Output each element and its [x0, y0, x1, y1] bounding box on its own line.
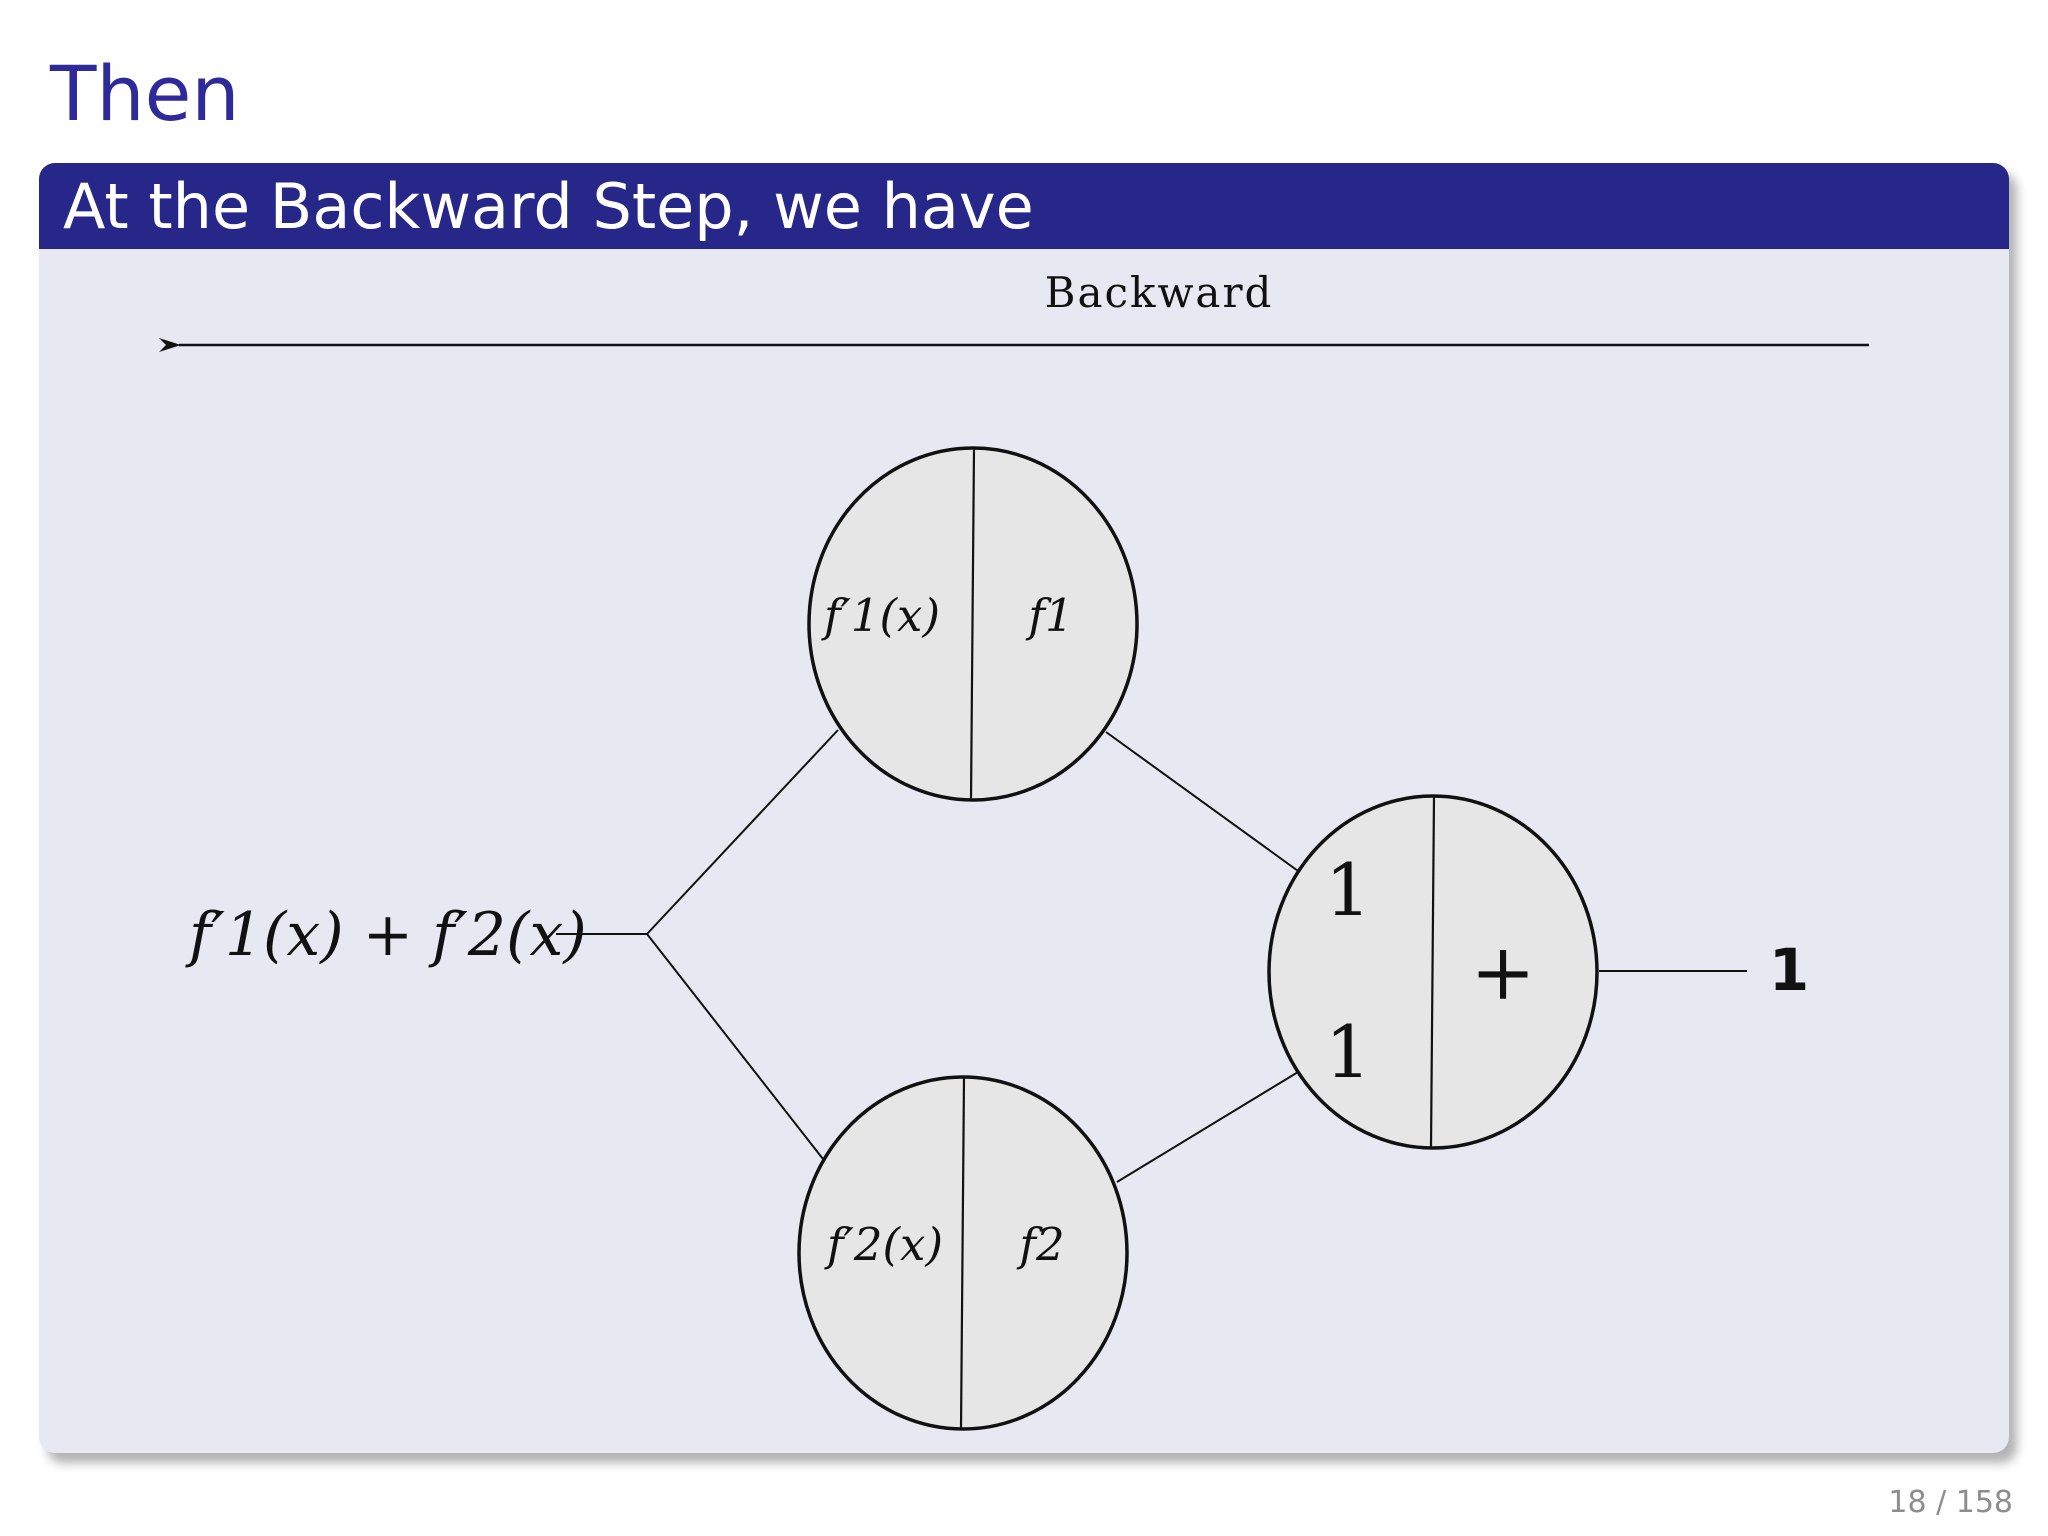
node-sum-operator: +	[1470, 928, 1535, 1018]
block-header: At the Backward Step, we have	[39, 163, 2009, 249]
node-sum-divider	[1429, 795, 1436, 1148]
edge-top-to-sum	[1105, 731, 1306, 877]
node-sum-upper-input: 1	[1325, 848, 1371, 932]
slide-title: Then	[50, 49, 240, 138]
page-number: 18 / 158	[1888, 1485, 2013, 1520]
backpropagation-diagram: Backward f′1(x) f1 f′2(x) f2 1 1	[159, 268, 1869, 1431]
node-sum: 1 1 +	[1267, 794, 1599, 1150]
node-f2: f′2(x) f2	[797, 1075, 1129, 1431]
node-sum-lower-input: 1	[1325, 1010, 1371, 1094]
content-block: At the Backward Step, we have Backward f…	[39, 163, 2009, 1453]
node-f1: f′1(x) f1	[807, 446, 1139, 802]
block-title: At the Backward Step, we have	[63, 170, 1034, 243]
edge-to-top-node	[646, 729, 839, 935]
node-f2-derivative: f′2(x)	[824, 1218, 943, 1271]
node-f2-function: f2	[1016, 1218, 1064, 1271]
node-f1-derivative: f′1(x)	[821, 589, 940, 642]
output-value: 1	[1769, 936, 1809, 1004]
node-f2-divider	[959, 1077, 966, 1430]
edge-bottom-to-sum	[1116, 1068, 1304, 1183]
backward-label: Backward	[1045, 268, 1274, 317]
node-f1-divider	[969, 448, 976, 800]
node-f1-function: f1	[1025, 589, 1073, 642]
edge-to-bottom-node	[646, 933, 824, 1160]
input-gradient-label: f′1(x) + f′2(x)	[185, 900, 587, 970]
